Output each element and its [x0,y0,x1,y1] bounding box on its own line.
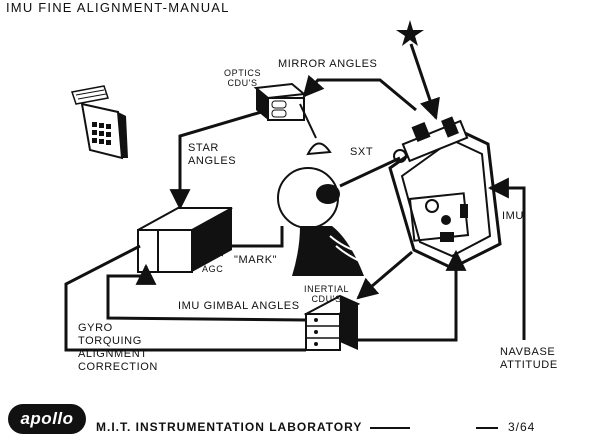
navbase-attitude-label: NAVBASE ATTITUDE [500,346,558,371]
inertial-cdus-label: INERTIAL CDU'S [304,284,350,304]
optics-cdu-box [253,82,307,121]
mark-label: "MARK" [234,254,278,266]
footer-lab-name: M.I.T. INSTRUMENTATION LABORATORY [96,420,363,434]
dsky-panel-icon [71,85,128,160]
agc-box [137,207,233,273]
gyro-torquing-label: GYRO TORQUING ALIGNMENT CORRECTION [78,322,158,373]
inertial-cdu-box [303,294,361,351]
imu-gimbal-angles-line [106,263,307,322]
footer-page-number: 3/64 [508,420,536,434]
gyro-torquing-return-line [358,249,467,342]
star-icon [396,20,424,46]
imu-gimbal-angles-label: IMU GIMBAL ANGLES [178,300,300,312]
page-title: IMU FINE ALIGNMENT-MANUAL [6,0,230,15]
imu-label: IMU [502,210,524,222]
astronaut-figure [277,167,364,276]
mirror-angles-line [302,74,417,112]
optics-cdus-label: OPTICS CDU'S [224,68,262,88]
star-light-ray [409,43,440,120]
mirror-angles-label: MIRROR ANGLES [278,58,378,70]
sxt-label: SXT [350,146,374,158]
navbase-attitude-line [487,177,526,340]
mark-line [201,226,284,257]
star-angles-label: STAR ANGLES [188,142,237,167]
gyro-torquing-line [64,244,306,352]
imu-assembly [388,116,502,270]
eyepiece-icon [306,142,332,156]
apollo-logo: apollo [8,404,86,434]
agc-label: AGC [202,264,224,274]
star-angles-line [169,108,269,211]
imu-to-inertial-line [356,250,413,300]
